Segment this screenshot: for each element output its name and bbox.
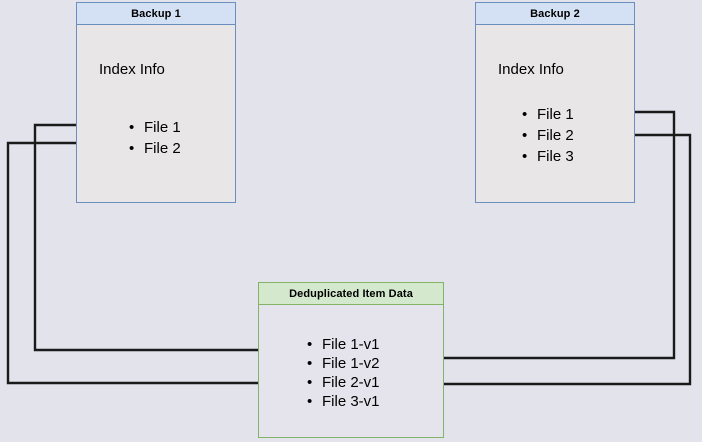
deduplicated-item-data-title: Deduplicated Item Data: [259, 283, 443, 305]
list-item: File 1: [520, 104, 574, 125]
backup-1-file-list: File 1 File 2: [127, 117, 181, 159]
backup-2-box[interactable]: Backup 2 Index Info File 1 File 2 File 3: [475, 2, 635, 203]
backup-2-body: Index Info File 1 File 2 File 3: [476, 25, 634, 202]
deduplicated-item-data-box[interactable]: Deduplicated Item Data File 1-v1 File 1-…: [258, 282, 444, 438]
backup-1-title: Backup 1: [77, 3, 235, 25]
backup-2-index-label: Index Info: [498, 61, 564, 78]
list-item: File 1-v2: [305, 354, 380, 373]
list-item: File 1: [127, 117, 181, 138]
backup-2-file-list: File 1 File 2 File 3: [520, 104, 574, 167]
backup-1-box[interactable]: Backup 1 Index Info File 1 File 2: [76, 2, 236, 203]
list-item: File 3: [520, 146, 574, 167]
list-item: File 2: [127, 138, 181, 159]
backup-1-body: Index Info File 1 File 2: [77, 25, 235, 202]
deduplicated-item-data-body: File 1-v1 File 1-v2 File 2-v1 File 3-v1: [259, 305, 443, 437]
dedup-file-list: File 1-v1 File 1-v2 File 2-v1 File 3-v1: [305, 335, 380, 411]
list-item: File 3-v1: [305, 392, 380, 411]
backup-1-index-label: Index Info: [99, 61, 165, 78]
backup-2-title: Backup 2: [476, 3, 634, 25]
list-item: File 2-v1: [305, 373, 380, 392]
list-item: File 1-v1: [305, 335, 380, 354]
list-item: File 2: [520, 125, 574, 146]
